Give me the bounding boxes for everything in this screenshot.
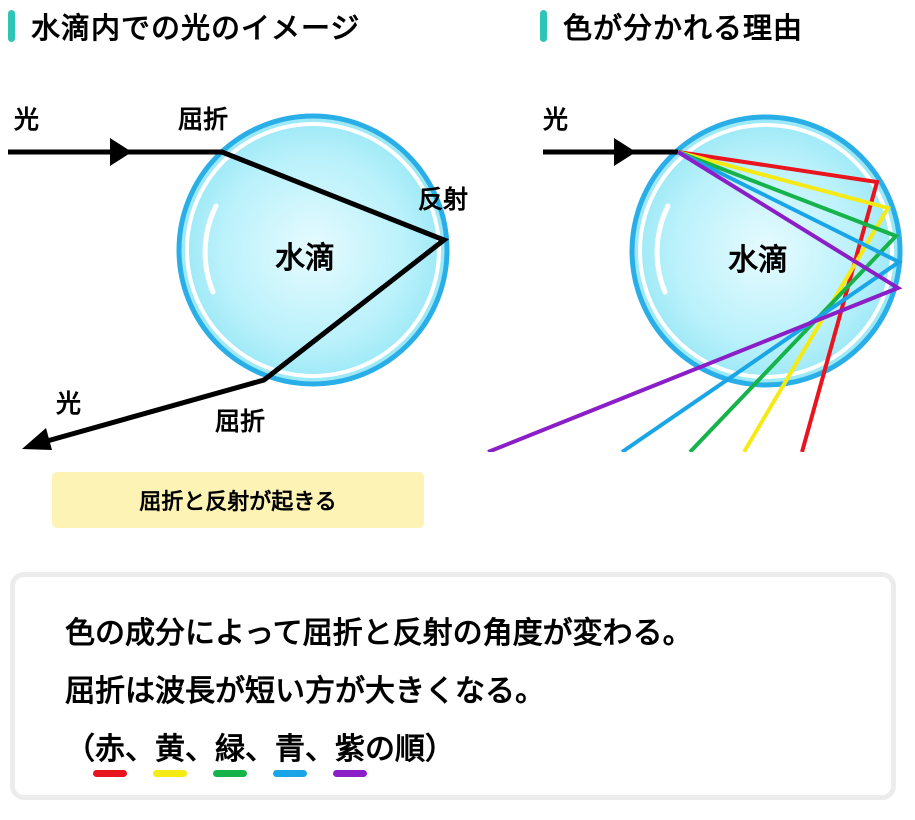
section-title-left-text: 水滴内での光のイメージ [31,11,361,45]
note-paren-close: の順） [365,732,455,767]
section-title-right-text: 色が分かれる理由 [563,11,804,45]
note-line-2: 屈折は波長が短い方が大きくなる。 [65,674,545,709]
label-light-in-right: 光 [542,105,568,134]
note-line-3: （赤、黄、緑、青、紫の順） [65,721,891,779]
color-word-blue: 青 [273,721,307,779]
droplet-right [632,117,900,385]
ray-blue [620,150,903,452]
note-separator: 、 [125,732,155,767]
label-light-out-left: 光 [55,389,81,418]
accent-bar [540,10,547,42]
left-diagram: 光 屈折 反射 水滴 光 屈折 [8,105,468,450]
note-box: 色の成分によって屈折と反射の角度が変わる。 屈折は波長が短い方が大きくなる。 （… [10,572,896,800]
ray-violet [487,150,903,452]
light-path-left [8,149,449,446]
arrow-in-left [110,138,132,166]
arrow-out-left [22,428,52,450]
droplet-left-border [176,113,450,387]
ray-green [677,150,900,452]
droplet-right-border [629,114,903,388]
color-word-yellow: 黄 [153,721,187,779]
note-separator: 、 [245,732,275,767]
droplet-right-highlight [654,203,671,295]
droplet-left-highlight [202,203,219,295]
droplet-right-inner-ring [638,123,894,379]
note-separator: 、 [185,732,215,767]
note-separator: 、 [305,732,335,767]
color-word-red: 赤 [93,721,127,779]
ray-red [677,150,880,452]
color-word-violet: 紫 [333,721,367,779]
arrow-in-right [614,138,636,166]
droplet-left [179,116,447,384]
color-word-green: 緑 [213,721,247,779]
section-title-right: 色が分かれる理由 [540,6,803,46]
note-paren-open: （ [65,732,95,767]
label-light-in-left: 光 [13,105,39,134]
caption-text: 屈折と反射が起きる [139,490,337,515]
note-line-1: 色の成分によって屈折と反射の角度が変わる。 [65,616,693,651]
droplet-left-inner-ring [185,122,441,378]
ray-yellow [677,150,892,452]
label-refraction-out: 屈折 [215,407,265,436]
diagram-canvas: 光 屈折 反射 水滴 光 屈折 光 水滴 [8,105,903,452]
section-title-left: 水滴内での光のイメージ [8,6,360,46]
label-reflection: 反射 [418,185,468,214]
right-diagram: 光 水滴 [487,105,903,452]
accent-bar [8,10,15,42]
label-refraction-in: 屈折 [178,105,228,134]
label-droplet-right: 水滴 [728,243,788,278]
label-droplet-left: 水滴 [275,241,335,276]
caption-box: 屈折と反射が起きる [52,472,424,528]
